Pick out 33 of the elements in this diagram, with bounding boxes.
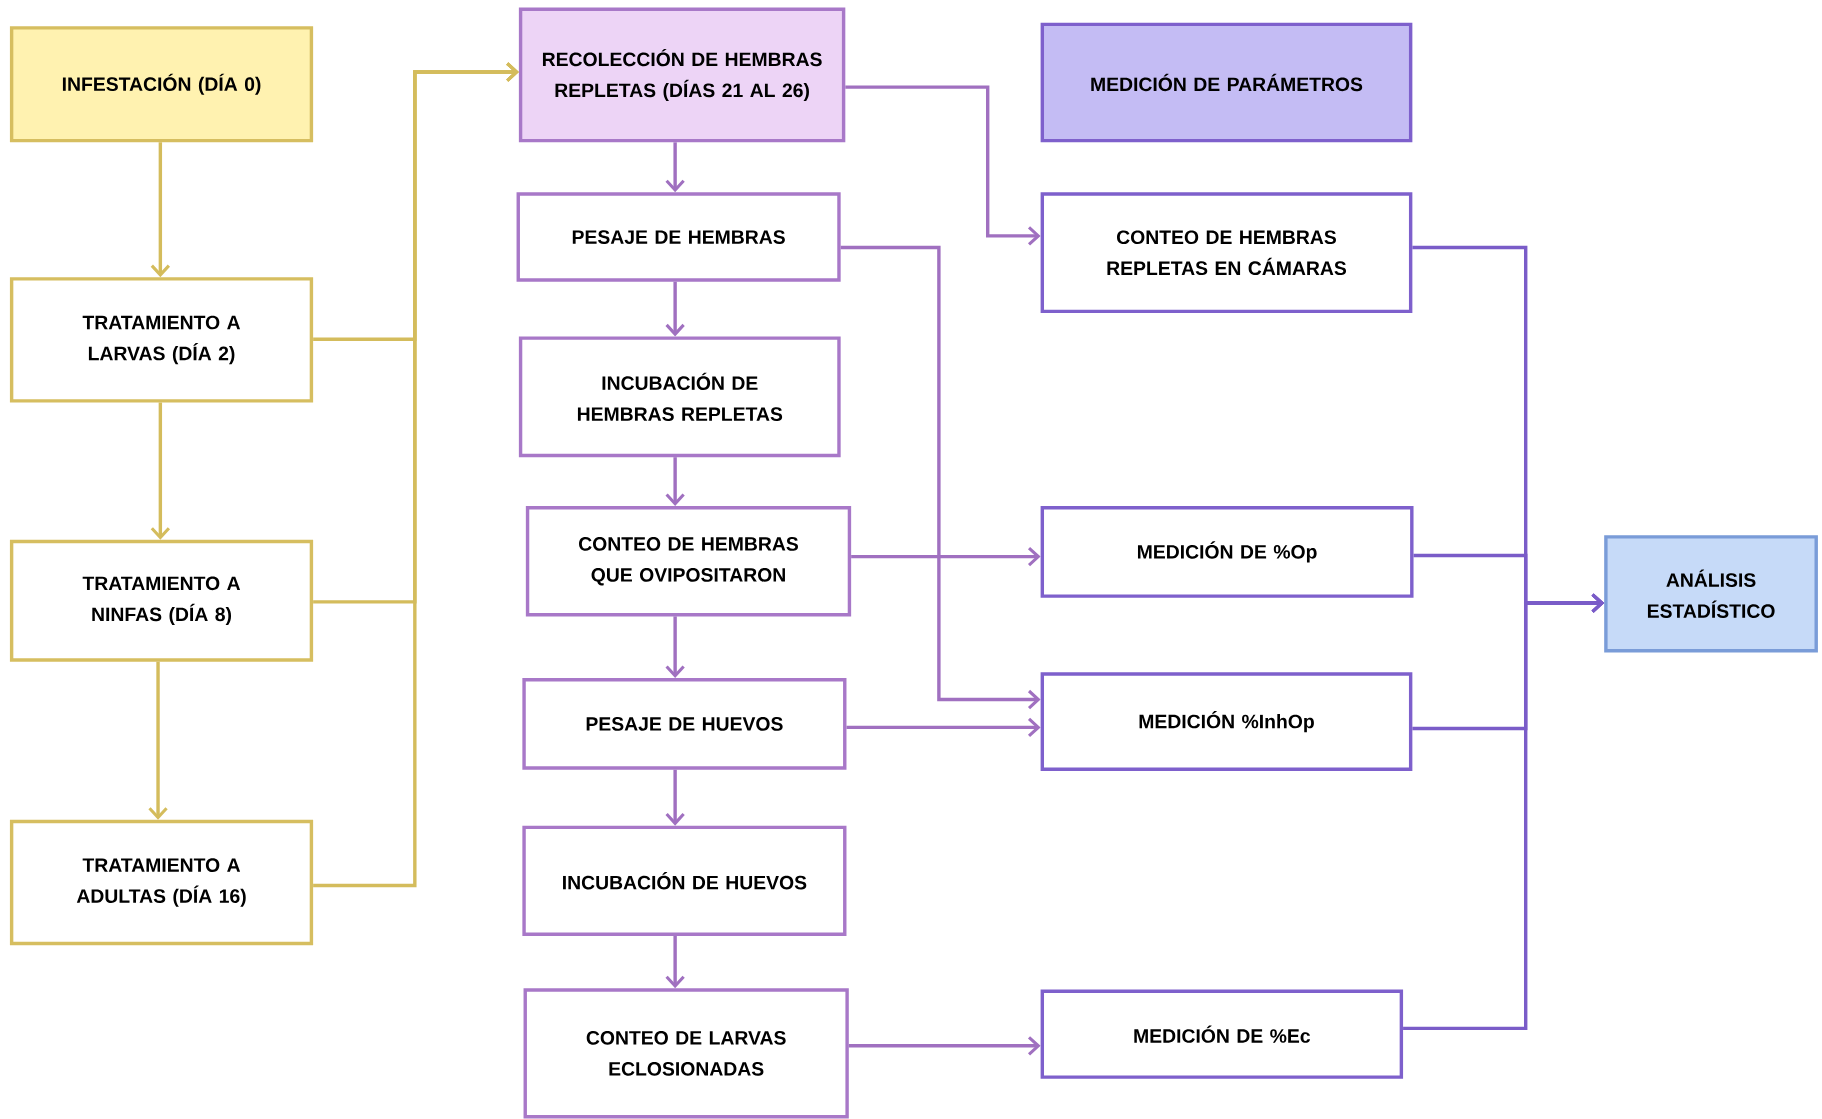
arrow	[665, 769, 685, 826]
arrow	[848, 1036, 1041, 1056]
arrow	[148, 661, 168, 820]
arrow	[840, 245, 1041, 710]
process-box: PESAJE DE HEMBRAS	[516, 192, 841, 282]
process-box: CONTEO DE LARVAS ECLOSIONADAS	[523, 988, 849, 1119]
arrow	[150, 402, 171, 540]
arrow	[665, 457, 685, 507]
process-box: CONTEO DE HEMBRAS REPLETAS EN CÁMARAS	[1040, 192, 1413, 314]
process-box: INCUBACIÓN DE HUEVOS	[522, 825, 847, 936]
arrow	[846, 717, 1041, 738]
start-box: INFESTACIÓN (DÍA 0)	[9, 26, 314, 143]
process-box: PESAJE DE HUEVOS	[522, 678, 847, 770]
arrow	[1403, 593, 1605, 1031]
process-box: TRATAMIENTO A LARVAS (DÍA 2)	[9, 277, 314, 403]
process-box: TRATAMIENTO A NINFAS (DÍA 8)	[9, 539, 314, 662]
arrow	[851, 546, 1041, 567]
process-box: RECOLECCIÓN DE HEMBRAS REPLETAS (DÍAS 21 AL 26)	[518, 7, 846, 143]
arrow	[665, 616, 685, 679]
process-box: MEDICIÓN %InhOp	[1040, 672, 1413, 771]
arrow	[313, 62, 519, 888]
arrow	[665, 142, 685, 193]
heading-box: MEDICIÓN DE PARÁMETROS	[1040, 22, 1413, 143]
arrow	[150, 142, 171, 278]
process-box: CONTEO DE HEMBRAS QUE OVIPOSITARON	[525, 506, 852, 617]
process-box: TRATAMIENTO A ADULTAS (DÍA 16)	[9, 819, 314, 946]
arrow	[845, 85, 1041, 246]
arrow	[665, 281, 685, 337]
process-box: INCUBACIÓN DE HEMBRAS REPLETAS	[518, 336, 841, 458]
process-box: MEDICIÓN DE %Op	[1040, 506, 1414, 598]
arrow	[665, 935, 685, 989]
process-box: MEDICIÓN DE %Ec	[1040, 989, 1404, 1079]
result-box: ANÁLISIS ESTADÍSTICO	[1604, 535, 1818, 653]
